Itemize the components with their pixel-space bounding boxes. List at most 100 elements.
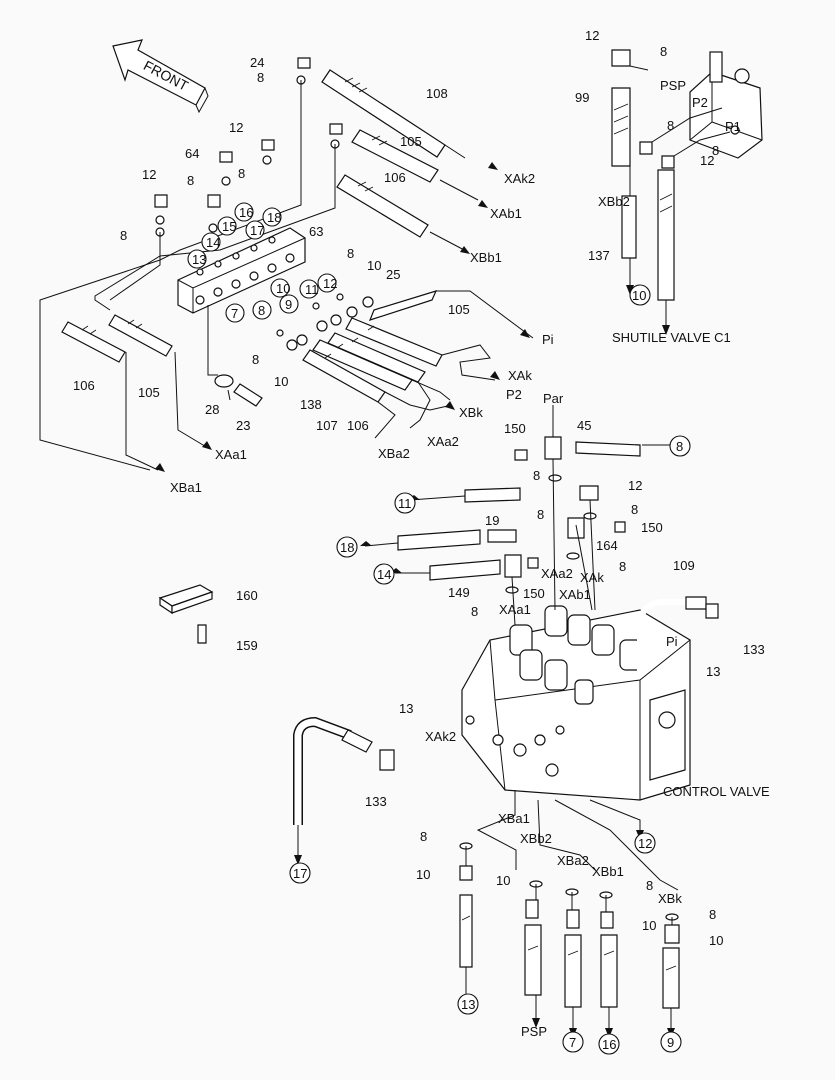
label-8e: 8 xyxy=(660,44,667,59)
label-159: 159 xyxy=(236,638,258,653)
callout-c17: 17 xyxy=(293,866,307,881)
label-XAb1: XAb1 xyxy=(490,206,522,221)
callout-16: 16 xyxy=(239,205,253,220)
hose-109 xyxy=(637,596,719,672)
label-12b: 12 xyxy=(142,167,156,182)
callout-15: 15 xyxy=(222,219,236,234)
label-10d: 10 xyxy=(416,867,430,882)
label-10f: 10 xyxy=(709,933,723,948)
label-Pi: Pi xyxy=(542,332,554,347)
callout-7: 7 xyxy=(231,306,238,321)
label-XBa2: XBa2 xyxy=(378,446,410,461)
label-63: 63 xyxy=(309,224,323,239)
label-PSPb: PSP xyxy=(521,1024,547,1039)
label-Pi2: Pi xyxy=(666,634,678,649)
label-150b: 150 xyxy=(641,520,663,535)
label-8k: 8 xyxy=(533,468,540,483)
label-149: 149 xyxy=(448,585,470,600)
label-XAk2: XAk2 xyxy=(504,171,535,186)
label-133a: 133 xyxy=(743,642,765,657)
label-12d: 12 xyxy=(700,153,714,168)
callout-c16: 16 xyxy=(602,1037,616,1052)
label-164: 164 xyxy=(596,538,618,553)
callout-9: 9 xyxy=(285,297,292,312)
label-XAa2b: XAa2 xyxy=(541,566,573,581)
label-P2b: P2 xyxy=(506,387,522,402)
label-XBa1: XBa1 xyxy=(170,480,202,495)
callout-c10: 10 xyxy=(632,288,646,303)
label-8r: 8 xyxy=(709,907,716,922)
callout-c12: 12 xyxy=(638,836,652,851)
front-arrow: FRONT xyxy=(112,39,209,114)
label-12c: 12 xyxy=(585,28,599,43)
label-8a: 8 xyxy=(257,70,264,85)
label-10c: 10 xyxy=(274,374,288,389)
label-8o: 8 xyxy=(471,604,478,619)
label-P1: P1 xyxy=(725,119,741,134)
label-XAb1b: XAb1 xyxy=(559,587,591,602)
middle-hoses xyxy=(276,290,443,403)
label-105b: 105 xyxy=(448,302,470,317)
label-137: 137 xyxy=(588,248,610,263)
label-XAk2b: XAk2 xyxy=(425,729,456,744)
callout-c8: 8 xyxy=(676,439,683,454)
label-XBb2b: XBb2 xyxy=(520,831,552,846)
label-XBk: XBk xyxy=(459,405,483,420)
label-XAa1b: XAa1 xyxy=(499,602,531,617)
label-19: 19 xyxy=(485,513,499,528)
label-XBb2: XBb2 xyxy=(598,194,630,209)
label-8q: 8 xyxy=(646,878,653,893)
label-P2: P2 xyxy=(692,95,708,110)
label-PSP: PSP xyxy=(660,78,686,93)
callout-14: 14 xyxy=(206,235,220,250)
label-control-valve: CONTROL VALVE xyxy=(663,784,770,799)
label-XAa2: XAa2 xyxy=(427,434,459,449)
label-10a: 10 xyxy=(367,258,381,273)
label-138: 138 xyxy=(300,397,322,412)
hose-133 xyxy=(293,716,395,825)
label-XBa1b: XBa1 xyxy=(498,811,530,826)
par-tee-assembly xyxy=(397,436,641,594)
label-107: 107 xyxy=(316,418,338,433)
label-105c: 105 xyxy=(138,385,160,400)
leader-lines xyxy=(39,65,731,1030)
label-8j: 8 xyxy=(252,352,259,367)
left-hoses xyxy=(61,314,173,363)
callout-8: 8 xyxy=(258,303,265,318)
label-XAk3: XAk xyxy=(580,570,604,585)
bottom-hoses xyxy=(459,842,680,1009)
callout-c18: 18 xyxy=(340,540,354,555)
control-valve-body xyxy=(461,605,691,801)
bolt-parts xyxy=(214,374,263,407)
label-45: 45 xyxy=(577,418,591,433)
label-XBb1: XBb1 xyxy=(470,250,502,265)
label-8h: 8 xyxy=(347,246,354,261)
label-10g: 10 xyxy=(642,918,656,933)
callout-11: 11 xyxy=(305,282,319,297)
label-XAa1: XAa1 xyxy=(215,447,247,462)
callout-c13: 13 xyxy=(461,997,475,1012)
label-XBa2b: XBa2 xyxy=(557,853,589,868)
callout-c14: 14 xyxy=(377,567,391,582)
callout-c7: 7 xyxy=(569,1035,576,1050)
label-23: 23 xyxy=(236,418,250,433)
label-106c: 106 xyxy=(347,418,369,433)
label-25: 25 xyxy=(386,267,400,282)
label-106a: 106 xyxy=(384,170,406,185)
label-108: 108 xyxy=(426,86,448,101)
label-Par: Par xyxy=(543,391,564,406)
label-8n: 8 xyxy=(619,559,626,574)
label-8c: 8 xyxy=(187,173,194,188)
label-13b: 13 xyxy=(706,664,720,679)
label-105a: 105 xyxy=(400,134,422,149)
bracket-parts xyxy=(158,584,214,644)
label-10e: 10 xyxy=(496,873,510,888)
label-8g: 8 xyxy=(712,143,719,158)
callout-12: 12 xyxy=(323,276,337,291)
label-133b: 133 xyxy=(365,794,387,809)
label-XBkb: XBk xyxy=(658,891,682,906)
top-hoses xyxy=(154,57,446,238)
callout-17: 17 xyxy=(250,223,264,238)
shuttle-valve xyxy=(611,49,763,301)
callout-13: 13 xyxy=(192,252,206,267)
